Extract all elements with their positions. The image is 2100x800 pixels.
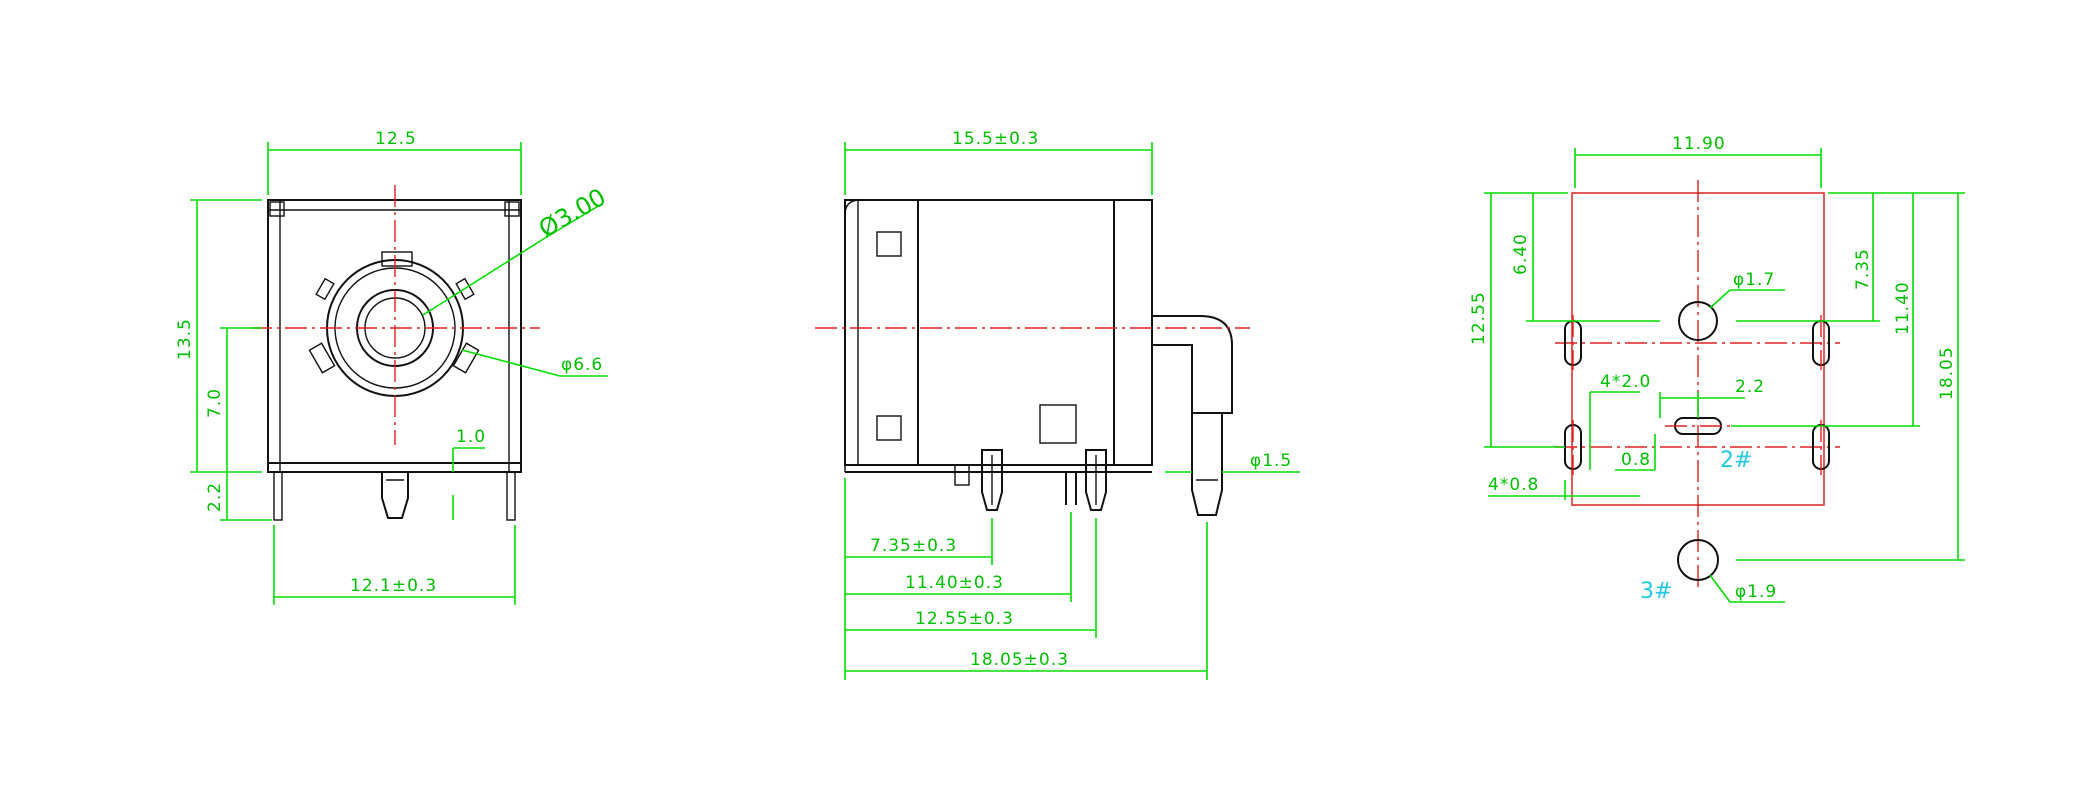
hole-17-label: φ1.7 [1733, 270, 1775, 290]
side-rear-pin [1191, 413, 1223, 516]
front-view: 12.5 13.5 7.0 2.2 1.0 12.1±0.3 Ø3.00 φ6.… [175, 129, 611, 605]
footprint-11-40-label: 11.40 [1893, 281, 1913, 335]
side-pin1-pos-label: 7.35±0.3 [870, 536, 957, 556]
footprint-12-55-label: 12.55 [1469, 291, 1489, 345]
footprint-18-05-label: 18.05 [1937, 346, 1957, 400]
hole-phi-1-7 [1678, 301, 1718, 341]
side-front-cap [844, 199, 919, 466]
front-offset-label: 1.0 [456, 427, 486, 447]
footprint-7-35-label: 7.35 [1853, 248, 1873, 290]
slot-small-label: 0.8 [1621, 450, 1651, 470]
hole-phi-1-9 [1677, 539, 1719, 581]
front-center-pin [381, 472, 409, 519]
front-height-label: 13.5 [175, 318, 195, 360]
side-length-label: 15.5±0.3 [952, 129, 1039, 149]
front-hole-dia-label: Ø3.00 [534, 183, 611, 243]
side-pin2-pos-label: 11.40±0.3 [905, 573, 1004, 593]
footprint-2-2-label: 2.2 [1735, 377, 1765, 397]
side-pin-dia-label: φ1.5 [1250, 451, 1292, 471]
side-pin-3 [1085, 449, 1107, 511]
side-pin3-pos-label: 12.55±0.3 [915, 609, 1014, 629]
pad-width-label: 4*0.8 [1488, 475, 1539, 495]
footprint-width-label: 11.90 [1672, 134, 1726, 154]
front-width-label: 12.5 [375, 129, 417, 149]
hole-19-label: φ1.9 [1735, 582, 1777, 602]
side-view: 15.5±0.3 φ1.5 7.35±0.3 11.40±0.3 12.55±0… [815, 129, 1300, 680]
side-pin4-pos-label: 18.05±0.3 [970, 650, 1069, 670]
footprint-6-40-label: 6.40 [1511, 233, 1531, 275]
front-pin-span-label: 12.1±0.3 [350, 576, 437, 596]
pin3-label: 3# [1640, 579, 1672, 604]
side-rear-flange [1113, 199, 1153, 466]
front-center-height-label: 7.0 [205, 388, 225, 418]
side-rear-pin-bend [1152, 315, 1233, 414]
front-body-dia-label: φ6.6 [561, 355, 603, 375]
pcb-footprint-view: 11.90 6.40 12.55 7.35 11.40 18.05 φ1.7 φ… [1469, 134, 1965, 604]
side-main-body [917, 199, 1115, 466]
side-pin-1 [981, 449, 1003, 511]
front-pin-height-label: 2.2 [205, 482, 225, 512]
pin2-label: 2# [1720, 448, 1752, 473]
slot-size-label: 4*2.0 [1600, 372, 1651, 392]
side-pin-2 [1065, 472, 1077, 505]
